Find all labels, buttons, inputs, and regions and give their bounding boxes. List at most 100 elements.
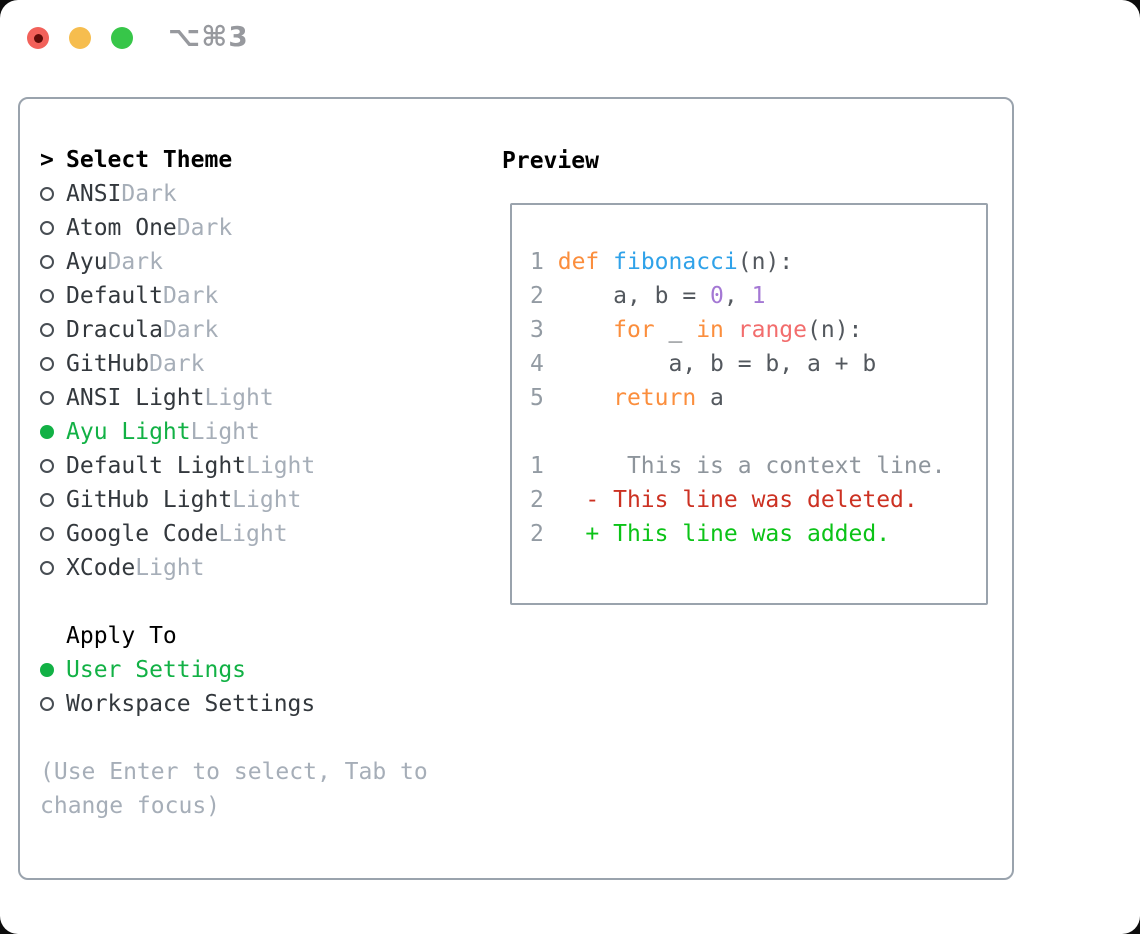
radio-marker — [40, 697, 66, 711]
theme-name: Default Light — [66, 453, 247, 479]
code-token: 1 — [751, 283, 766, 309]
theme-name: Ayu Light — [66, 419, 191, 445]
radio-marker — [40, 663, 66, 677]
apply-to-title: Apply To — [66, 623, 177, 649]
theme-variant: Dark — [121, 181, 177, 207]
zoom-button[interactable] — [111, 27, 133, 49]
theme-option[interactable]: XCode Light — [40, 551, 490, 585]
line-number: 2 — [530, 283, 544, 309]
theme-option[interactable]: Default Light Light — [40, 449, 490, 483]
apply-option[interactable]: User Settings — [40, 653, 490, 687]
code-token: 0 — [710, 283, 724, 309]
theme-option[interactable]: Dracula Dark — [40, 313, 490, 347]
theme-variant: Light — [218, 521, 288, 547]
radio-icon — [40, 493, 54, 507]
code-token: return — [613, 385, 697, 411]
traffic-lights — [27, 27, 133, 49]
radio-marker — [40, 187, 66, 201]
theme-name: Google Code — [66, 521, 219, 547]
code-token: fibonacci — [613, 249, 738, 275]
code-token — [558, 317, 613, 343]
code-token: (n): — [737, 249, 794, 275]
theme-option[interactable]: ANSI Dark — [40, 177, 490, 211]
radio-marker — [40, 255, 66, 269]
theme-variant: Dark — [162, 283, 219, 309]
theme-option[interactable]: Ayu Dark — [40, 245, 490, 279]
window-shortcut-label: ⌥⌘3 — [168, 20, 249, 53]
apply-to-header: Apply To — [40, 619, 490, 653]
minimize-button[interactable] — [69, 27, 91, 49]
select-theme-title: Select Theme — [66, 147, 233, 173]
radio-icon — [40, 357, 54, 371]
code-token: in — [696, 317, 724, 343]
theme-variant: Dark — [149, 351, 205, 377]
theme-name: Atom One — [66, 215, 177, 241]
line-number: 5 — [530, 385, 544, 411]
theme-name: GitHub Light — [66, 487, 233, 513]
help-text: (Use Enter to select, Tab to change focu… — [40, 759, 428, 819]
theme-name: GitHub — [66, 351, 150, 377]
theme-option[interactable]: Ayu Light Light — [40, 415, 490, 449]
code-token — [558, 385, 613, 411]
theme-name: Default — [66, 283, 163, 309]
radio-icon — [40, 187, 54, 201]
theme-variant: Dark — [162, 317, 219, 343]
theme-variant: Light — [246, 453, 316, 479]
code-line — [530, 415, 986, 449]
code-line: 2 a, b = 0, 1 — [530, 279, 986, 313]
code-token: def — [557, 249, 600, 275]
theme-option[interactable]: Default Dark — [40, 279, 490, 313]
radio-marker — [40, 357, 66, 371]
radio-icon — [40, 527, 54, 541]
radio-marker — [40, 391, 66, 405]
code-token: range — [737, 317, 808, 343]
apply-option-label: User Settings — [66, 657, 247, 683]
theme-variant: Dark — [107, 249, 163, 275]
code-token: for — [613, 317, 655, 343]
theme-name: Dracula — [66, 317, 163, 343]
code-token — [724, 317, 738, 343]
radio-icon — [40, 255, 54, 269]
code-token: a, b = b, a + b — [557, 351, 877, 377]
theme-name: XCode — [66, 555, 136, 581]
theme-option[interactable]: GitHub Dark — [40, 347, 490, 381]
line-number: 4 — [530, 351, 544, 377]
radio-icon — [40, 561, 54, 575]
radio-marker — [40, 425, 66, 439]
code-line: 2 + This line was added. — [530, 517, 986, 551]
theme-option[interactable]: Atom One Dark — [40, 211, 490, 245]
radio-icon — [40, 289, 54, 303]
radio-marker — [40, 493, 66, 507]
radio-icon — [40, 425, 54, 439]
close-button[interactable] — [27, 27, 49, 49]
line-number: 1 — [530, 453, 544, 479]
code-token: This is a context line. — [557, 453, 946, 479]
theme-option[interactable]: GitHub Light Light — [40, 483, 490, 517]
code-line: 4 a, b = b, a + b — [530, 347, 986, 381]
line-number: 2 — [530, 487, 544, 513]
preview-title: Preview — [502, 148, 599, 174]
apply-option[interactable]: Workspace Settings — [40, 687, 490, 721]
theme-name: ANSI Light — [66, 385, 205, 411]
theme-variant: Dark — [176, 215, 233, 241]
code-line: 5 return a — [530, 381, 986, 415]
titlebar: ⌥⌘3 — [0, 0, 1140, 76]
radio-icon — [40, 459, 54, 473]
theme-variant: Light — [135, 555, 205, 581]
theme-option[interactable]: Google Code Light — [40, 517, 490, 551]
spacer — [40, 585, 490, 619]
code-token: + This line was added. — [557, 521, 891, 547]
radio-icon — [40, 323, 54, 337]
theme-option[interactable]: ANSI Light Light — [40, 381, 490, 415]
prompt-icon: > — [40, 147, 54, 173]
line-number: 2 — [530, 521, 544, 547]
radio-marker — [40, 459, 66, 473]
code-token: a — [696, 385, 724, 411]
close-dot-icon — [33, 33, 43, 43]
theme-variant: Light — [232, 487, 302, 513]
code-token: (n): — [807, 317, 863, 343]
